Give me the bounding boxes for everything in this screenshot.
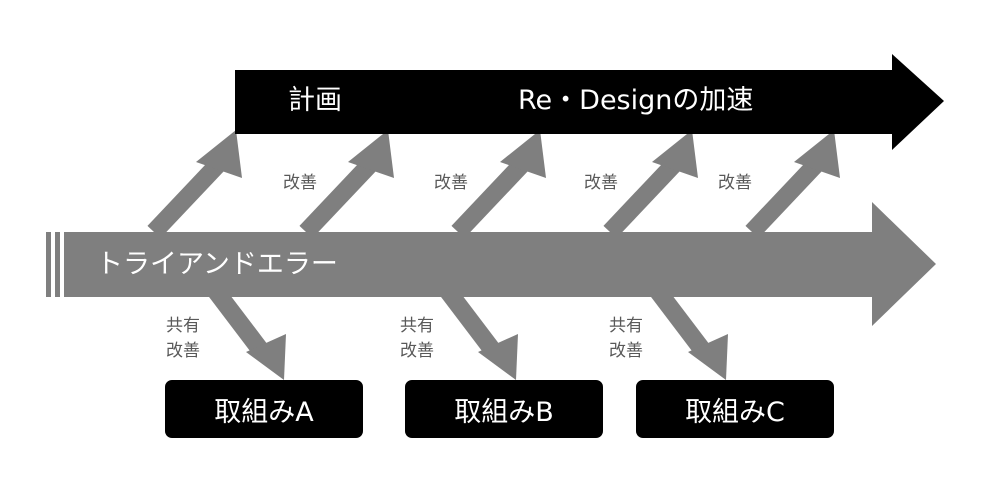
improvement-label: 改善 [718, 173, 752, 193]
upward-connector-1 [147, 130, 242, 239]
downward-connectors [207, 284, 728, 380]
shared-label-line2: 改善 [609, 341, 643, 361]
shared-improvement-label: 共有 改善 [166, 314, 200, 364]
main-arrow [46, 202, 936, 326]
improvement-label: 改善 [584, 173, 618, 193]
downward-connector-b [439, 284, 518, 380]
main-arrow-body [64, 202, 936, 326]
shared-label-line2: 改善 [166, 341, 200, 361]
main-arrow-tail-stripe-2 [55, 232, 60, 297]
improvement-label: 改善 [434, 173, 468, 193]
redesign-label: Re・Designの加速 [518, 85, 754, 116]
plan-label: 計画 [288, 85, 342, 116]
shared-label-line1: 共有 [609, 316, 643, 336]
downward-connector-a [207, 284, 286, 380]
initiative-box-c: 取組みC [636, 380, 834, 438]
upward-connector-3 [451, 130, 546, 239]
initiative-box-b: 取組みB [405, 380, 603, 438]
plan-arrow [235, 54, 944, 150]
shared-improvement-label: 共有 改善 [609, 314, 643, 364]
shared-label-line1: 共有 [166, 316, 200, 336]
shared-label-line1: 共有 [400, 316, 434, 336]
trial-and-error-label: トライアンドエラー [96, 249, 338, 280]
improvement-label: 改善 [283, 173, 317, 193]
shared-label-line2: 改善 [400, 341, 434, 361]
shared-improvement-label: 共有 改善 [400, 314, 434, 364]
upward-connector-4 [603, 130, 698, 239]
upward-connector-5 [745, 130, 840, 239]
upward-connector-2 [299, 130, 394, 239]
upward-connectors [147, 130, 840, 239]
downward-connector-c [649, 284, 728, 380]
initiative-box-a: 取組みA [165, 380, 363, 438]
main-arrow-tail-stripe-1 [46, 232, 51, 297]
